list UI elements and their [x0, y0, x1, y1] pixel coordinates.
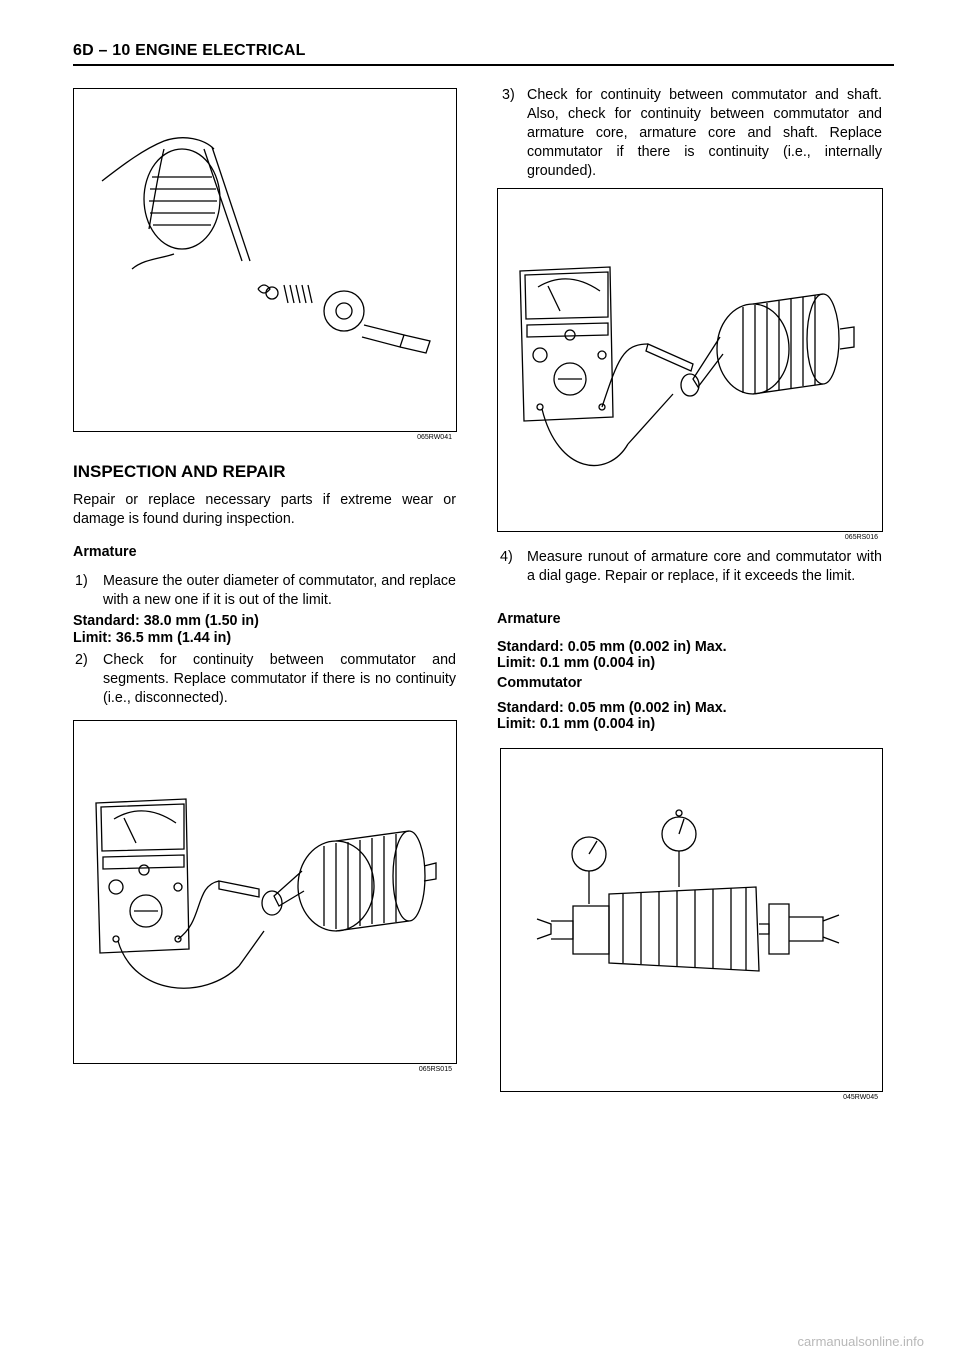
watermark: carmanualsonline.info: [797, 1334, 924, 1349]
section-title: INSPECTION AND REPAIR: [73, 462, 286, 481]
section-intro: Repair or replace necessary parts if ext…: [73, 492, 456, 527]
step-2: 2) Check for continuity between commutat…: [73, 651, 456, 708]
step-number: 4): [500, 549, 513, 565]
commutator-spec-limit: Limit: 0.1 mm (0.004 in): [497, 716, 656, 732]
page-header-title: 6D – 10 ENGINE ELECTRICAL: [73, 42, 306, 59]
meter-test-illustration: [95, 798, 437, 989]
step-text: Measure runout of armature core and comm…: [527, 549, 882, 584]
spec-standard: Standard: 38.0 mm (1.50 in): [73, 613, 259, 629]
dial-gage-illustration: [536, 809, 840, 972]
step-text: Check for continuity between commutator …: [527, 87, 882, 179]
step-3: 3) Check for continuity between commutat…: [497, 86, 882, 181]
pinion-illustration: [101, 137, 431, 354]
spec-limit: Limit: 36.5 mm (1.44 in): [73, 630, 232, 646]
figure-code: 065RS015: [418, 1066, 452, 1073]
step-text: Measure the outer diameter of commutator…: [103, 573, 456, 608]
armature-spec-standard: Standard: 0.05 mm (0.002 in) Max.: [497, 639, 727, 655]
step-text: Check for continuity between commutator …: [103, 652, 456, 706]
armature-subheading: Armature: [73, 544, 137, 560]
figure-continuity-test-shaft: 065RS016: [497, 188, 883, 541]
step-4: 4) Measure runout of armature core and c…: [497, 548, 882, 586]
step-number: 1): [75, 573, 88, 589]
step-1: 1) Measure the outer diameter of commuta…: [73, 572, 456, 610]
header-rule: [73, 64, 894, 66]
figure-code: 045RW045: [843, 1094, 878, 1101]
figure-code: 065RS016: [844, 534, 878, 541]
meter-shaft-illustration: [519, 266, 855, 467]
figure-dial-gage-runout: 045RW045: [500, 748, 883, 1101]
armature-heading: Armature: [497, 611, 561, 627]
commutator-spec-standard: Standard: 0.05 mm (0.002 in) Max.: [497, 700, 727, 716]
figure-pinion-disassembly: 065RW041: [73, 88, 457, 441]
figure-code: 065RW041: [417, 434, 452, 441]
commutator-heading: Commutator: [497, 675, 582, 691]
figure-continuity-test-segments: 065RS015: [73, 720, 457, 1073]
step-number: 3): [502, 87, 515, 103]
armature-spec-limit: Limit: 0.1 mm (0.004 in): [497, 655, 656, 671]
step-number: 2): [75, 652, 88, 668]
